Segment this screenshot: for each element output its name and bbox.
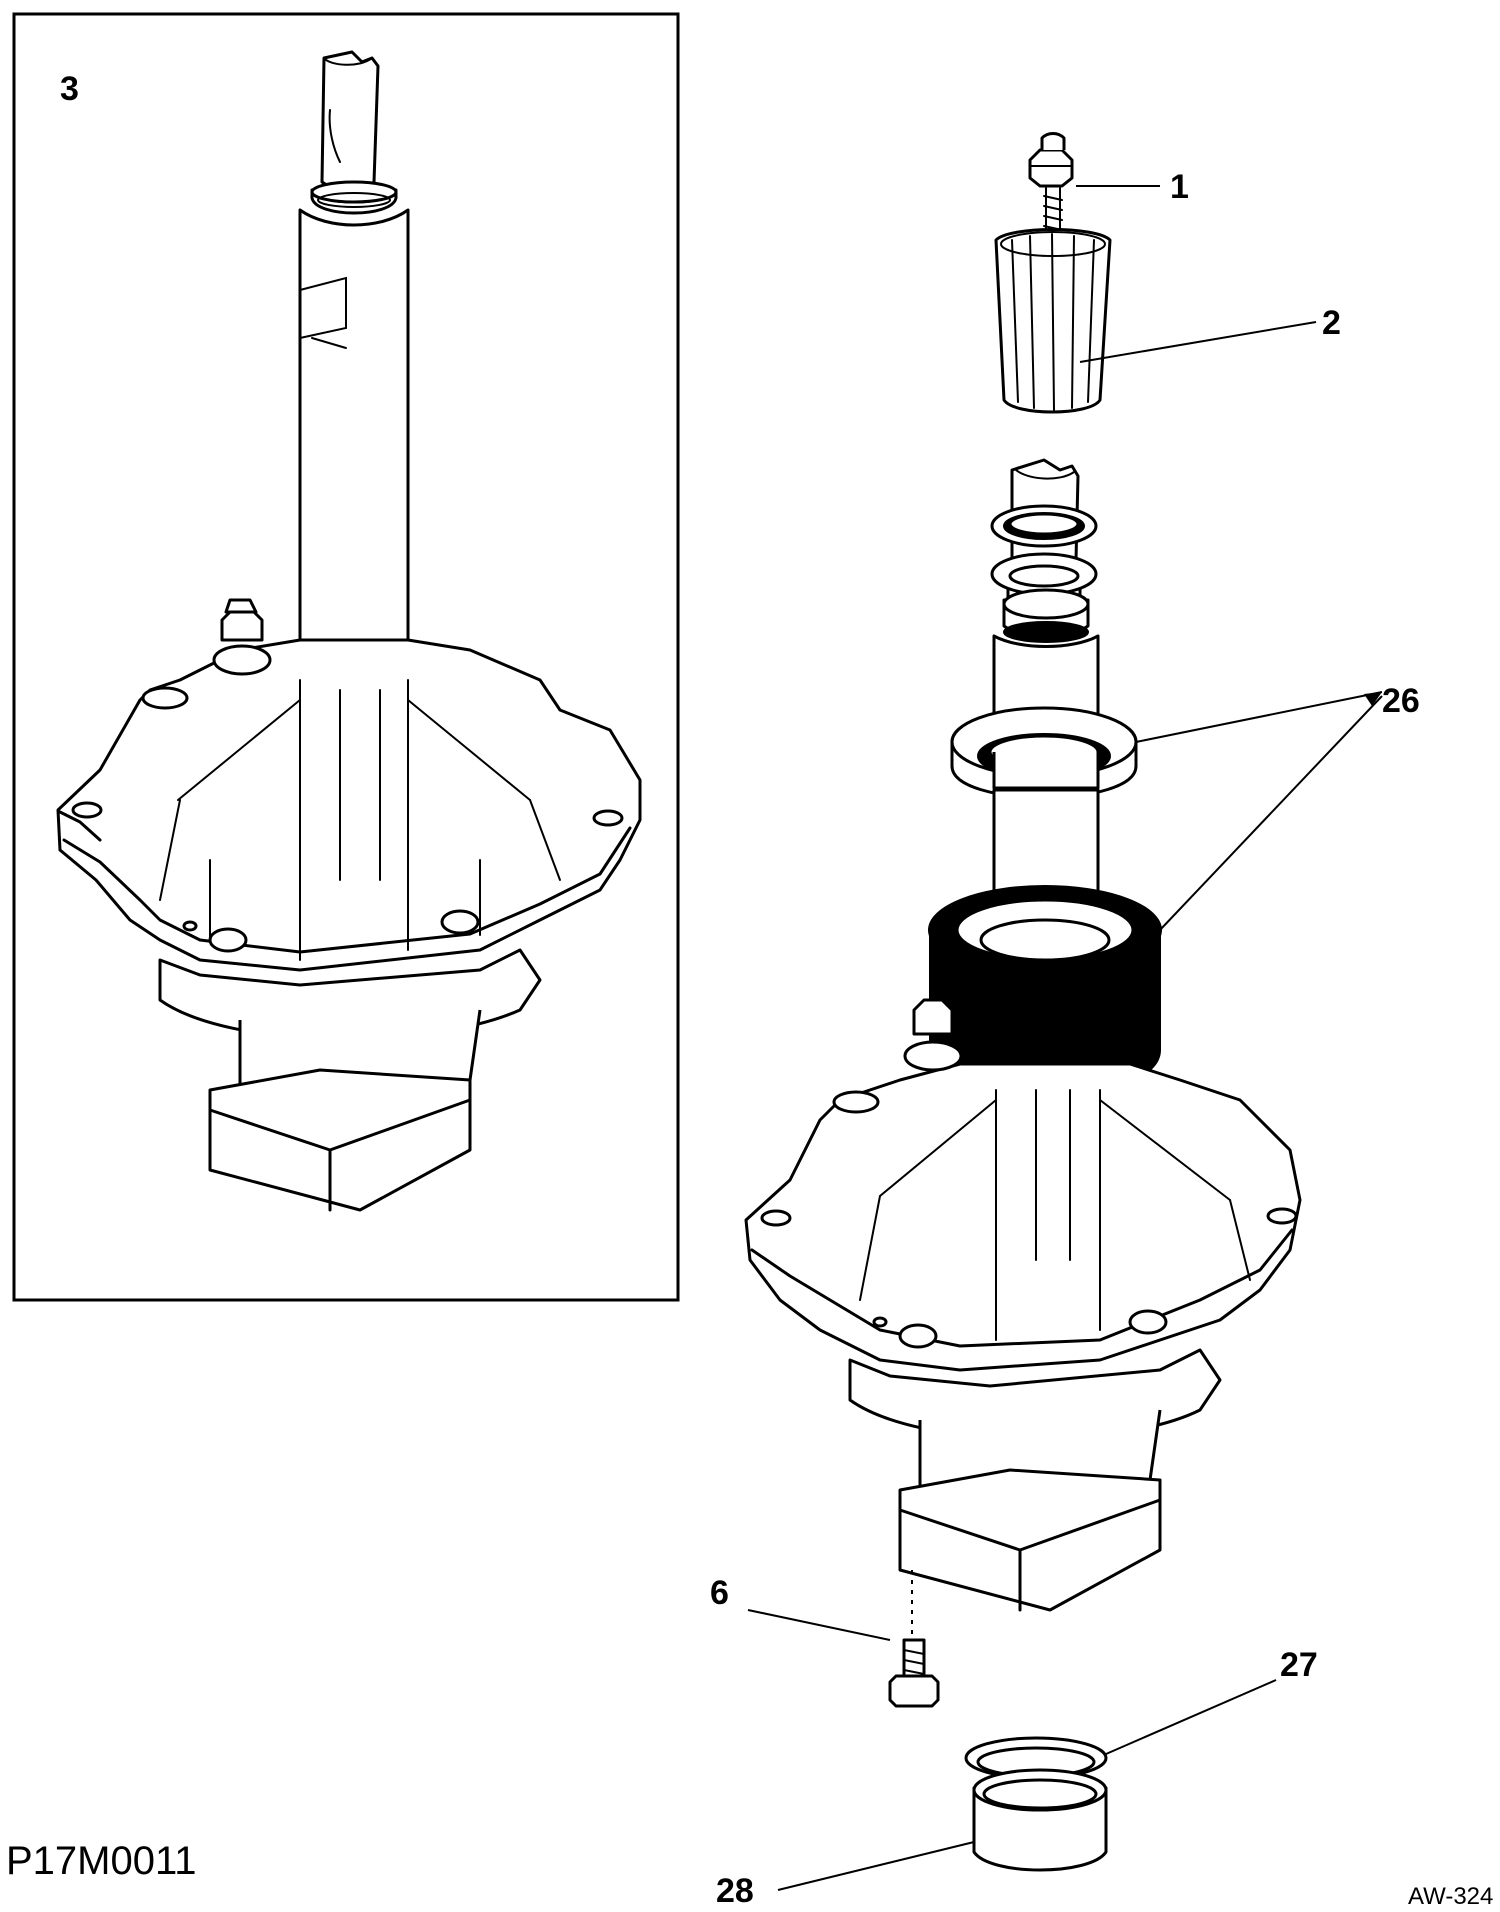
- callout-27: 27: [1280, 1646, 1318, 1684]
- figure-code: P17M0011: [6, 1839, 197, 1883]
- assembled-transmission-illustration: [56, 50, 642, 1212]
- callout-6: 6: [710, 1574, 729, 1612]
- part-27-ring: [964, 1736, 1108, 1780]
- part-3-shaft-exploded: [928, 458, 1162, 1096]
- transmission-housing: [744, 998, 1302, 1612]
- page-code: AW-324: [1408, 1883, 1493, 1910]
- inset-panel: 3: [12, 12, 680, 1302]
- leader-lines: [747, 185, 1383, 1891]
- callout-1: 1: [1170, 168, 1189, 206]
- part-28-cup: [972, 1768, 1108, 1872]
- callout-2: 2: [1322, 304, 1341, 342]
- part-6-bolt: [888, 1570, 940, 1708]
- callout-28: 28: [716, 1872, 754, 1910]
- callout-26: 26: [1382, 682, 1420, 720]
- part-2-sleeve: [994, 228, 1112, 414]
- inset-label-3: 3: [60, 70, 79, 108]
- part-1-nut: [1028, 132, 1074, 249]
